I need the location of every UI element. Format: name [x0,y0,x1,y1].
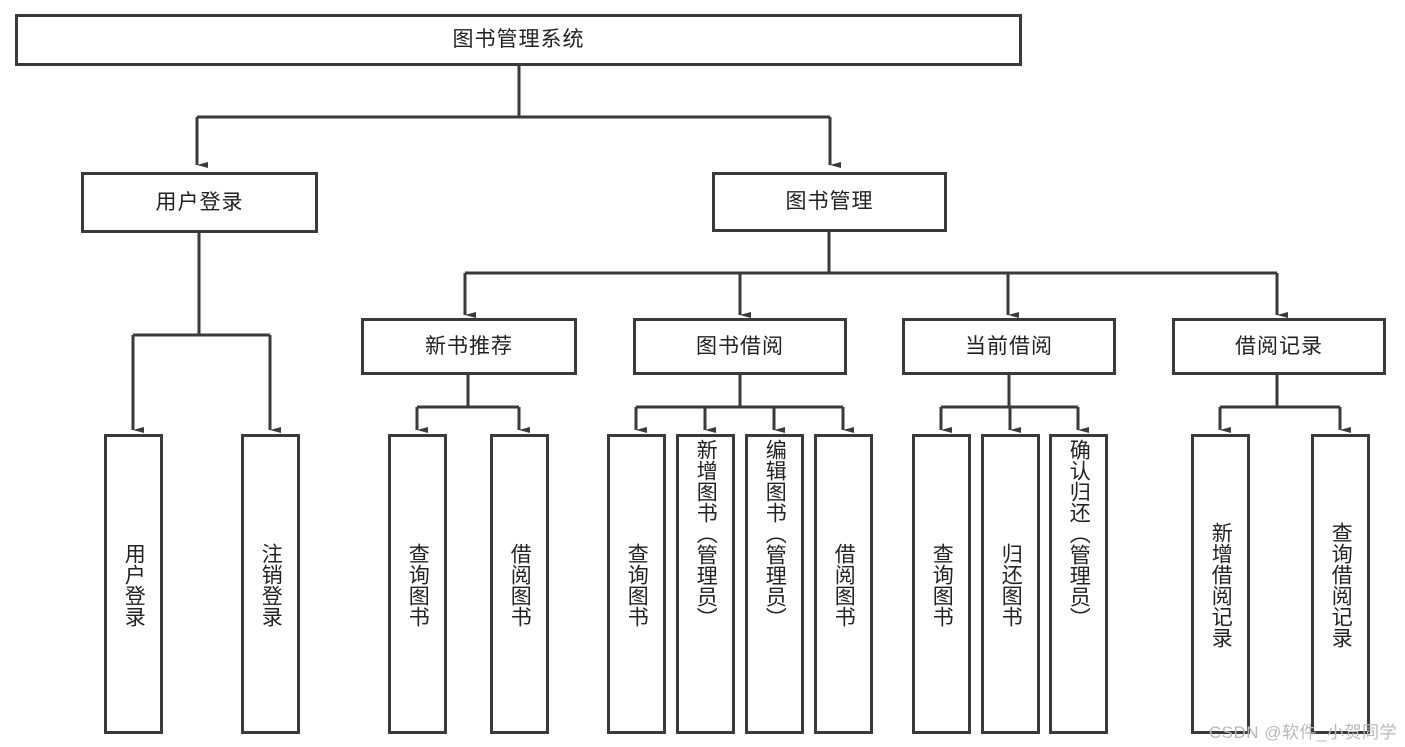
node-label: 确认归还（管理员） [1067,439,1091,628]
node-label: 查询图书 [930,543,954,627]
node-leaf-query-book-current[interactable]: 查询图书 [912,434,971,734]
node-user-login[interactable]: 用户登录 [81,172,318,233]
node-leaf-borrow-book[interactable]: 借阅图书 [814,434,873,734]
node-leaf-return-book[interactable]: 归还图书 [981,434,1040,734]
node-leaf-edit-book-admin[interactable]: 编辑图书（管理员） [745,434,804,734]
node-borrow-record[interactable]: 借阅记录 [1172,318,1386,375]
node-new-book-recommend[interactable]: 新书推荐 [361,318,577,375]
node-label: 当前借阅 [965,334,1053,358]
node-label: 查询图书 [406,543,430,627]
node-leaf-logout[interactable]: 注销登录 [241,434,300,734]
node-label: 借阅图书 [508,543,532,627]
node-leaf-query-book[interactable]: 查询图书 [607,434,666,734]
node-label: 图书借阅 [696,334,784,358]
watermark-text: CSDN @软件_小贺同学 [1208,723,1397,742]
node-label: 借阅记录 [1235,334,1323,358]
node-leaf-user-login[interactable]: 用户登录 [104,434,163,734]
node-label: 查询图书 [625,543,649,627]
node-root-book-management-system[interactable]: 图书管理系统 [15,14,1022,66]
node-label: 新增借阅记录 [1209,522,1233,648]
node-label: 图书管理 [785,190,874,214]
node-leaf-add-book-admin[interactable]: 新增图书（管理员） [676,434,735,734]
node-leaf-query-borrow-record[interactable]: 查询借阅记录 [1311,434,1370,734]
node-label: 查询借阅记录 [1329,522,1353,648]
node-label: 新增图书（管理员） [694,439,718,628]
node-leaf-query-book-recommend[interactable]: 查询图书 [388,434,447,734]
node-label: 用户登录 [155,190,244,214]
node-leaf-confirm-return-admin[interactable]: 确认归还（管理员） [1049,434,1108,734]
node-label: 注销登录 [259,543,283,627]
node-label: 用户登录 [122,543,146,627]
node-label: 图书管理系统 [452,28,585,52]
node-label: 归还图书 [999,543,1023,627]
node-book-management[interactable]: 图书管理 [712,172,947,232]
node-label: 新书推荐 [425,334,513,358]
node-label: 借阅图书 [832,543,856,627]
node-leaf-add-borrow-record[interactable]: 新增借阅记录 [1191,434,1250,734]
node-book-borrow[interactable]: 图书借阅 [633,318,847,375]
node-label: 编辑图书（管理员） [763,439,787,628]
node-current-borrow[interactable]: 当前借阅 [902,318,1116,375]
node-leaf-borrow-book-recommend[interactable]: 借阅图书 [490,434,549,734]
